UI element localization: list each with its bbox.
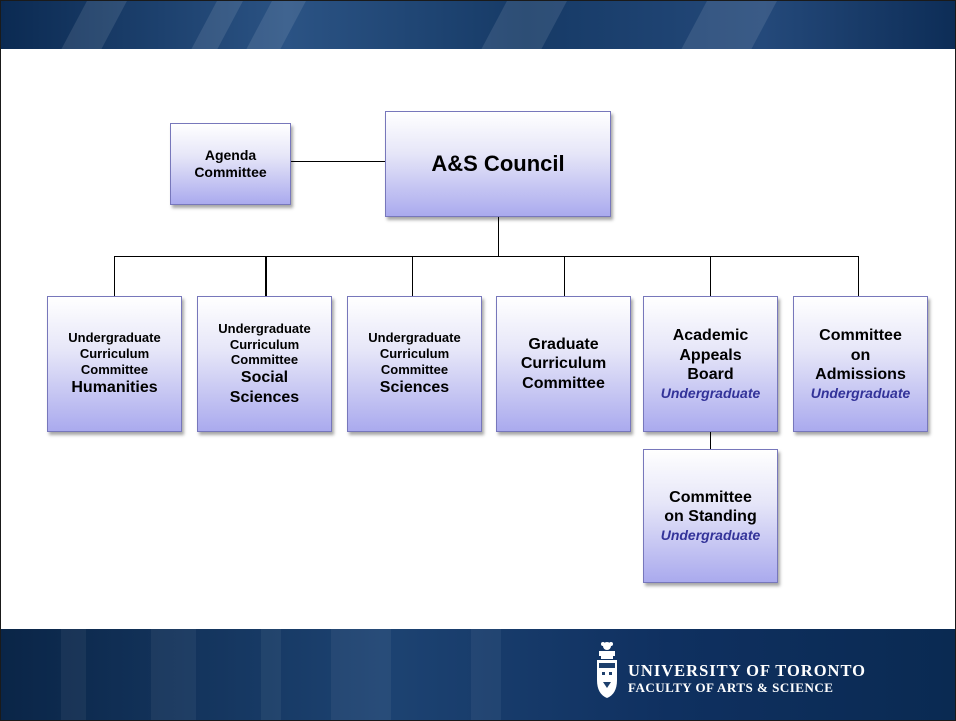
- committee-2-line-2: Curriculum: [229, 336, 300, 352]
- committee-3-line-1: Undergraduate: [368, 330, 461, 346]
- committee-5-line-1: Academic: [672, 327, 749, 345]
- committee-5-line-4: Undergraduate: [660, 384, 761, 401]
- committee-1-line-1: Undergraduate: [68, 330, 161, 346]
- connector-drop-6: [858, 256, 859, 296]
- connector-drop-1: [114, 256, 115, 296]
- agenda-line-2: Committee: [194, 164, 267, 180]
- committee-5-line-2: Appeals: [679, 346, 742, 364]
- connector-council-down: [498, 216, 499, 256]
- committee-1-line-2: Curriculum: [79, 346, 150, 362]
- committee-2-line-3: Committee: [230, 352, 299, 368]
- committee-1-line-3: Committee: [80, 362, 149, 378]
- committee-4-line-3: Committee: [522, 374, 605, 392]
- connector-drop-3: [412, 256, 413, 296]
- committee-1-line-4: Humanities: [71, 379, 158, 397]
- committee-box-social-sciences: Undergraduate Curriculum Committee Socia…: [197, 296, 332, 432]
- university-name: UNIVERSITY OF TORONTO: [628, 661, 866, 680]
- agenda-committee-box: Agenda Committee: [170, 123, 291, 205]
- committee-2-line-4: Social: [240, 369, 289, 387]
- committee-3-line-2: Curriculum: [379, 346, 450, 362]
- committee-4-line-1: Graduate: [528, 335, 599, 353]
- connector-drop-4: [564, 256, 565, 296]
- connector-agenda-council: [291, 161, 385, 162]
- council-box: A&S Council: [385, 111, 611, 217]
- committee-box-humanities: Undergraduate Curriculum Committee Human…: [47, 296, 182, 432]
- committee-6-line-4: Undergraduate: [810, 384, 911, 401]
- committee-box-sciences: Undergraduate Curriculum Committee Scien…: [347, 296, 482, 432]
- bottom-banner: [1, 629, 955, 720]
- faculty-name: FACULTY OF ARTS & SCIENCE: [628, 680, 834, 695]
- connector-horizontal-bus: [114, 256, 859, 257]
- committee-5-line-3: Board: [687, 366, 734, 384]
- connector-appeals-standing: [710, 431, 711, 449]
- university-logo: UNIVERSITY OF TORONTO FACULTY OF ARTS & …: [595, 640, 925, 700]
- committee-box-graduate: Graduate Curriculum Committee: [496, 296, 631, 432]
- committee-2-line-1: Undergraduate: [218, 320, 311, 336]
- committee-3-line-4: Sciences: [379, 379, 450, 397]
- standing-line-3: Undergraduate: [660, 526, 761, 543]
- committee-box-appeals: Academic Appeals Board Undergraduate: [643, 296, 778, 432]
- standing-line-2: on Standing: [664, 508, 757, 526]
- connector-drop-2: [265, 256, 267, 296]
- connector-drop-5: [710, 256, 711, 296]
- council-label: A&S Council: [431, 150, 565, 176]
- standing-line-1: Committee: [669, 488, 752, 506]
- committee-4-line-2: Curriculum: [520, 355, 607, 373]
- committee-6-line-3: Admissions: [815, 366, 906, 384]
- top-banner: [1, 1, 955, 49]
- committee-box-admissions: Committee on Admissions Undergraduate: [793, 296, 928, 432]
- committee-6-line-2: on: [850, 346, 871, 364]
- committee-3-line-3: Committee: [380, 362, 449, 378]
- committee-6-line-1: Committee: [819, 327, 902, 345]
- crest-icon: [597, 642, 617, 698]
- committee-2-line-5: Sciences: [229, 388, 300, 406]
- agenda-line-1: Agenda: [204, 146, 257, 163]
- standing-committee-box: Committee on Standing Undergraduate: [643, 449, 778, 583]
